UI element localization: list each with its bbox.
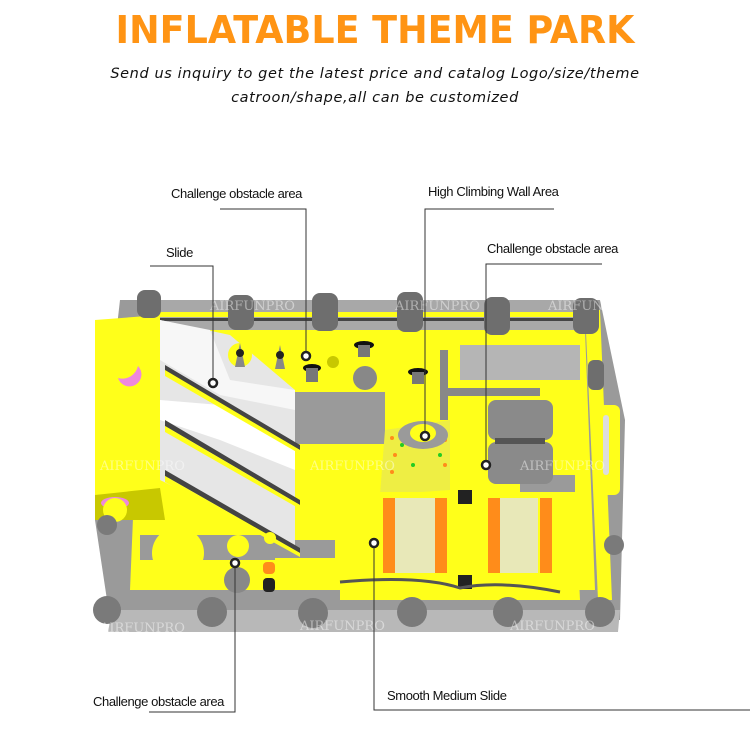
svg-text:AIRFUNPRO: AIRFUNPRO [209, 299, 295, 314]
svg-text:AIRFUNPRO: AIRFUNPRO [299, 619, 385, 634]
svg-text:AIRFUNPRO: AIRFUNPRO [547, 299, 633, 314]
callout-smooth-medium-slide: Smooth Medium Slide [387, 688, 507, 703]
callout-challenge-obstacle-bottom-left: Challenge obstacle area [93, 694, 225, 709]
callout-challenge-obstacle-top-left: Challenge obstacle area [171, 186, 303, 201]
svg-text:AIRFUNPRO: AIRFUNPRO [394, 299, 480, 314]
subtitle-line-1: Send us inquiry to get the latest price … [110, 66, 640, 82]
svg-text:AIRFUNPRO: AIRFUNPRO [509, 619, 595, 634]
callout-high-climbing-wall: High Climbing Wall Area [428, 184, 559, 199]
callout-challenge-obstacle-top-right: Challenge obstacle area [487, 241, 619, 256]
page-title: INFLATABLE THEME PARK [115, 8, 635, 52]
svg-text:AIRFUNPRO: AIRFUNPRO [309, 459, 395, 474]
svg-text:AIRFUNPRO: AIRFUNPRO [99, 621, 185, 636]
svg-text:AIRFUNPRO: AIRFUNPRO [99, 459, 185, 474]
callout-slide: Slide [166, 245, 193, 260]
subtitle-line-2: catroon/shape,all can be customized [231, 90, 519, 106]
svg-text:AIRFUNPRO: AIRFUNPRO [519, 459, 605, 474]
